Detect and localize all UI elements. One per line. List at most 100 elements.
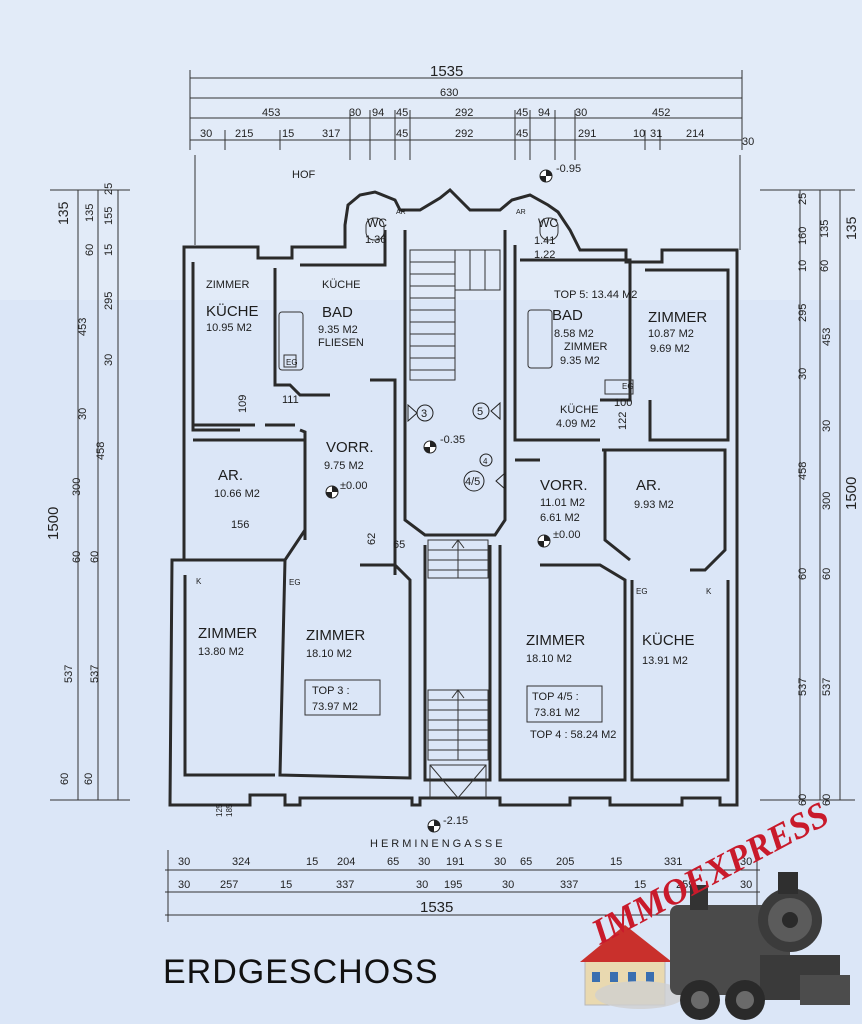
top-dimensions: 1535 630 453 30 94 45 292 45 94 30 452 3…	[189, 63, 754, 160]
svg-text:6.61 M2: 6.61 M2	[540, 512, 580, 524]
svg-text:BAD: BAD	[552, 307, 583, 324]
svg-text:4/5: 4/5	[465, 476, 480, 488]
svg-text:295: 295	[103, 292, 115, 310]
svg-text:60: 60	[821, 568, 833, 580]
svg-text:KÜCHE: KÜCHE	[642, 631, 695, 649]
svg-text:1500: 1500	[843, 477, 860, 510]
svg-text:±0.00: ±0.00	[553, 529, 580, 541]
room-ar-l: AR. 10.66 M2	[214, 467, 260, 500]
svg-text:1535: 1535	[420, 899, 453, 916]
svg-text:AR: AR	[516, 209, 526, 216]
top-4-5-box: TOP 4/5 : 73.81 M2 TOP 4 : 58.24 M2	[526, 685, 616, 741]
street-label: HERMINENGASSE	[370, 838, 506, 850]
svg-text:ZIMMER: ZIMMER	[306, 627, 365, 644]
svg-text:15: 15	[634, 879, 646, 891]
dim-top-r3-8: 10	[633, 128, 645, 140]
svg-text:EG: EG	[289, 578, 301, 587]
svg-text:111: 111	[282, 394, 299, 406]
svg-text:30: 30	[418, 856, 430, 868]
svg-text:13.91 M2: 13.91 M2	[642, 655, 688, 667]
right-dimensions: 135 1500 25 160 135 10 60 295 453 30 30 …	[760, 189, 860, 806]
dim-top-overall: 1535	[430, 63, 463, 80]
svg-text:60: 60	[83, 773, 95, 785]
svg-text:204: 204	[337, 856, 355, 868]
svg-text:60: 60	[71, 551, 83, 563]
svg-text:-2.15: -2.15	[443, 815, 468, 827]
svg-text:1.36: 1.36	[365, 234, 386, 246]
dim-top-r3-6: 45	[516, 128, 528, 140]
room-kueche-l: ZIMMER KÜCHE 10.95 M2	[206, 279, 259, 334]
svg-text:TOP 3 :: TOP 3 :	[312, 685, 350, 697]
svg-text:ZIMMER: ZIMMER	[648, 309, 707, 326]
svg-text:65: 65	[387, 856, 399, 868]
room-bad-r: TOP 5: 13.44 M2 BAD 8.58 M2 ZIMMER 9.35 …	[552, 289, 637, 367]
svg-text:195: 195	[444, 879, 462, 891]
svg-text:300: 300	[71, 478, 83, 496]
svg-text:±0.00: ±0.00	[340, 480, 367, 492]
svg-text:135: 135	[55, 201, 71, 225]
room-wc-r: WC 1.41 1.22	[534, 216, 558, 261]
level-mark-stair: -0.35	[423, 434, 465, 454]
svg-text:537: 537	[821, 678, 833, 696]
svg-text:453: 453	[77, 318, 89, 336]
top-3-box: TOP 3 : 73.97 M2	[304, 679, 381, 716]
svg-text:458: 458	[95, 442, 107, 460]
svg-text:25: 25	[797, 193, 809, 205]
svg-text:9.93 M2: 9.93 M2	[634, 499, 674, 511]
svg-text:30: 30	[740, 856, 752, 868]
room-ar-r: AR. 9.93 M2	[634, 477, 674, 511]
svg-text:-0.35: -0.35	[440, 434, 465, 446]
level-mark-street: -2.15	[427, 815, 468, 833]
svg-text:60: 60	[59, 773, 71, 785]
svg-text:10.66 M2: 10.66 M2	[214, 488, 260, 500]
dim-top-r3-2: 15	[282, 128, 294, 140]
svg-text:537: 537	[63, 665, 75, 683]
svg-text:TOP 4/5 :: TOP 4/5 :	[532, 691, 579, 703]
svg-text:TOP 5: 13.44 M2: TOP 5: 13.44 M2	[554, 289, 637, 301]
room-vorr-l: VORR. 9.75 M2	[324, 439, 374, 472]
room-wc-l: WC 1.36	[365, 216, 387, 246]
svg-text:100: 100	[614, 397, 632, 409]
svg-text:60: 60	[89, 551, 101, 563]
dim-top-r2-8: 452	[652, 107, 670, 119]
paper-highlight	[0, 0, 862, 300]
level-mark-left: ±0.00	[325, 480, 367, 499]
svg-text:331: 331	[664, 856, 682, 868]
svg-text:185: 185	[225, 803, 234, 817]
svg-text:11.01 M2: 11.01 M2	[540, 497, 585, 509]
dim-top-r3-0: 30	[200, 128, 212, 140]
tags: EG EG EG EG K K AR AR	[196, 209, 712, 596]
svg-text:AR: AR	[396, 209, 406, 216]
train-logo	[580, 872, 850, 1020]
svg-text:TOP 4 : 58.24 M2: TOP 4 : 58.24 M2	[530, 729, 616, 741]
room-zimmer-l2: ZIMMER 18.10 M2	[306, 627, 365, 660]
dim-top-r2-2: 94	[372, 107, 384, 119]
svg-text:WC: WC	[538, 216, 558, 230]
svg-text:9.35 M2: 9.35 M2	[560, 355, 600, 367]
svg-text:62: 62	[366, 533, 378, 545]
svg-text:300: 300	[821, 492, 833, 510]
svg-text:9.35 M2: 9.35 M2	[318, 324, 358, 336]
dim-top-r2-7: 30	[575, 107, 587, 119]
svg-text:135: 135	[843, 216, 859, 240]
dim-top-r3-5: 292	[455, 128, 473, 140]
svg-text:1.22: 1.22	[534, 249, 555, 261]
svg-text:60: 60	[84, 244, 96, 256]
svg-text:30: 30	[740, 879, 752, 891]
svg-text:25: 25	[103, 183, 115, 195]
svg-text:13.80 M2: 13.80 M2	[198, 646, 244, 658]
door-marker-5: 5	[472, 401, 501, 421]
inner-dims: 109 111 156 62 65 125 185 100 122	[215, 394, 632, 817]
dim-top-r2-6: 94	[538, 107, 550, 119]
dim-top-r3-3: 317	[322, 128, 340, 140]
bottom-dimensions: 30 324 15 204 65 30 191 30 65 205 15 331…	[165, 850, 760, 922]
walls	[168, 187, 739, 807]
door-marker-3: 3	[407, 403, 434, 423]
svg-text:65: 65	[393, 539, 405, 551]
svg-text:537: 537	[89, 665, 101, 683]
svg-text:122: 122	[617, 412, 629, 430]
svg-text:9.75 M2: 9.75 M2	[324, 460, 364, 472]
svg-text:324: 324	[232, 856, 250, 868]
dim-top-r3-1: 215	[235, 128, 253, 140]
